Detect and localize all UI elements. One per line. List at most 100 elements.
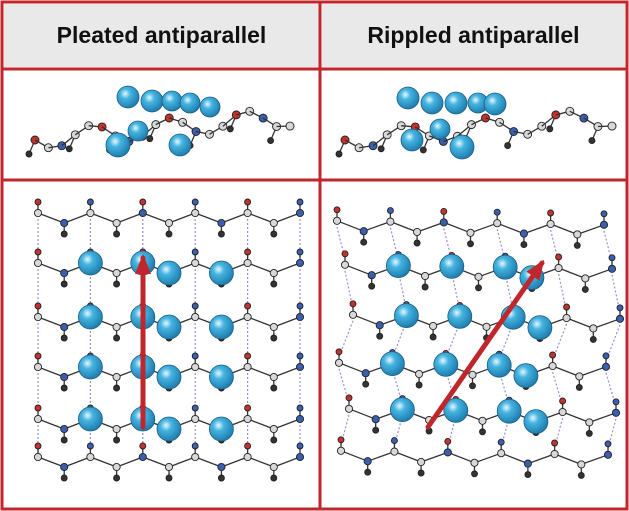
atom [562, 313, 571, 323]
bond [247, 262, 275, 274]
hydrogen-bond [550, 229, 560, 263]
atom [548, 361, 557, 371]
bond [474, 452, 502, 464]
side-view-rippled [335, 86, 617, 160]
atom [243, 362, 252, 372]
side-chain-sphere [208, 314, 234, 340]
hydrogen-bond [603, 230, 613, 263]
atom [558, 407, 567, 417]
bond [273, 316, 301, 328]
atom [604, 440, 612, 448]
side-chain-sphere [156, 416, 182, 442]
bond [194, 456, 222, 468]
bond [273, 262, 301, 274]
atom [600, 210, 608, 218]
atom [612, 398, 620, 406]
atom [60, 384, 68, 392]
atom [523, 459, 532, 468]
bond [562, 411, 590, 424]
atom [60, 268, 69, 278]
atom [295, 362, 305, 372]
atom [270, 280, 278, 288]
atom [333, 206, 341, 214]
atom [364, 468, 372, 476]
atom [60, 218, 69, 228]
bond [273, 456, 301, 468]
atom [479, 428, 486, 436]
atom [60, 280, 68, 288]
atom [270, 436, 278, 444]
atom [377, 145, 385, 153]
side-chain-sphere [156, 364, 182, 390]
atom [138, 452, 147, 462]
side-chain-sphere [433, 351, 459, 377]
bond [37, 456, 65, 468]
atom [335, 348, 343, 356]
atom [478, 416, 487, 425]
atom [295, 452, 305, 462]
bond [221, 212, 248, 224]
atom [376, 332, 384, 340]
atom [60, 436, 68, 444]
atom [608, 254, 616, 262]
atom [363, 457, 372, 466]
atom [550, 449, 559, 459]
atom [60, 474, 68, 482]
side-chain-sphere [429, 118, 451, 140]
bond [579, 366, 607, 378]
side-chain-sphere [393, 303, 419, 329]
atom [546, 125, 554, 133]
atom [226, 125, 234, 133]
atom [555, 253, 563, 261]
atom [549, 351, 557, 359]
atom [165, 474, 173, 482]
bond [168, 212, 196, 224]
atom [165, 230, 173, 238]
atom [269, 218, 278, 228]
atom [419, 146, 427, 154]
atom [466, 228, 475, 237]
atom [575, 383, 583, 391]
atom [243, 208, 252, 218]
atom [361, 369, 370, 378]
bond [116, 212, 144, 224]
atom [113, 474, 121, 482]
atom [603, 450, 613, 459]
atom [440, 207, 448, 215]
atom [429, 333, 437, 341]
atom [475, 284, 482, 292]
bond [37, 418, 65, 430]
side-chain-sphere [105, 132, 131, 158]
hydrogen-bond [443, 228, 453, 261]
atom [469, 382, 476, 390]
atom [345, 394, 353, 402]
atom [270, 384, 278, 392]
atom [371, 415, 380, 424]
atom [60, 372, 69, 382]
atom [267, 137, 275, 144]
atom [468, 370, 477, 379]
hydrogen-bond [496, 229, 506, 262]
atom [360, 238, 368, 246]
side-chain-sphere [208, 364, 234, 390]
bond [558, 267, 586, 280]
side-chain-sphere [208, 260, 234, 286]
bond [37, 212, 65, 224]
bond [577, 224, 605, 236]
bond [63, 456, 91, 468]
side-chain-sphere [379, 351, 405, 377]
atom [244, 352, 252, 360]
atom [164, 462, 174, 472]
bond [394, 450, 422, 463]
side-chain-sphere [389, 397, 415, 423]
bond [336, 220, 364, 232]
side-chain-sphere [527, 315, 553, 341]
bond [37, 366, 65, 378]
atom [285, 121, 295, 131]
atom [244, 404, 252, 412]
atom [615, 314, 625, 323]
bond [90, 456, 117, 468]
atom [607, 264, 617, 273]
atom [138, 208, 147, 218]
